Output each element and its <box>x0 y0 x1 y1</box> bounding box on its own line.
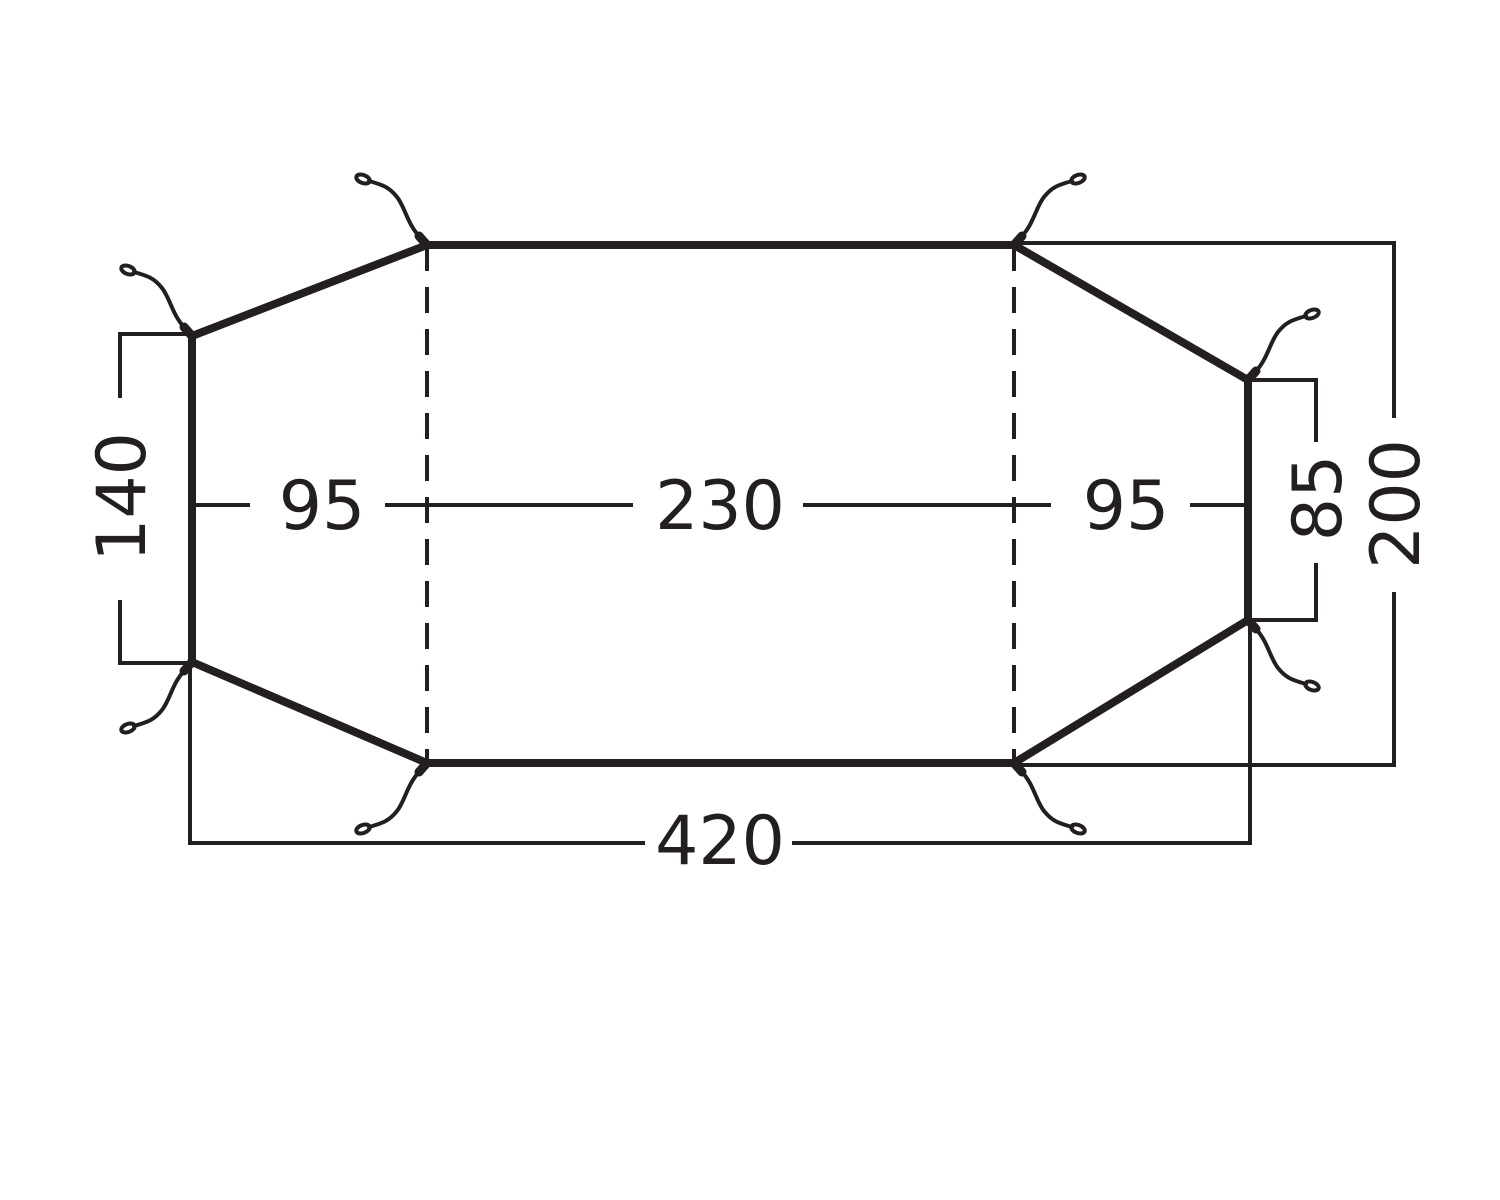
dimension-right-end-width: 85 <box>1279 455 1358 542</box>
guy-rope-loop-icon <box>1014 173 1086 245</box>
right-width-bracket <box>1252 378 1318 622</box>
guy-rope-loop-icon <box>355 173 427 245</box>
guy-rope-loop-icon <box>1248 620 1320 692</box>
dimension-left-end-width: 140 <box>83 432 162 562</box>
dimension-left-section: 95 <box>279 467 366 546</box>
dimension-total-width: 200 <box>1357 439 1436 569</box>
guy-rope-loop-icon <box>355 763 427 835</box>
total-length-bracket <box>188 622 1252 845</box>
guy-rope-loop-icon <box>1014 763 1086 835</box>
dimension-right-section: 95 <box>1083 467 1170 546</box>
guy-rope-loop-icon <box>120 264 192 336</box>
guy-rope-loop-icon <box>120 662 192 734</box>
left-width-bracket <box>118 332 192 665</box>
dimension-total-length: 420 <box>655 802 785 881</box>
dimension-center-section: 230 <box>655 467 785 546</box>
total-width-bracket <box>1016 241 1396 767</box>
guy-rope-loop-icon <box>1248 308 1320 380</box>
